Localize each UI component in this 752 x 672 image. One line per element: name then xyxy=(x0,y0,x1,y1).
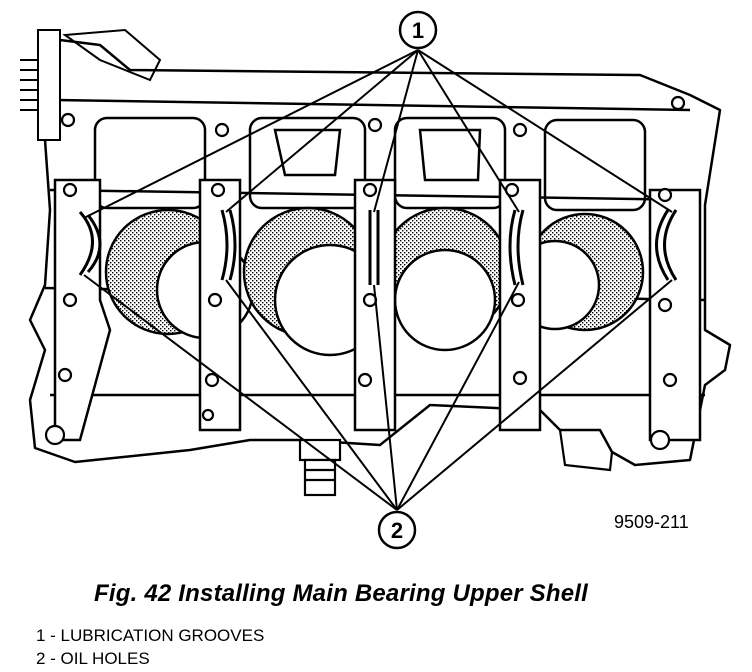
rear-flange xyxy=(20,28,162,141)
engine-block-diagram: 1 2 9509-211 xyxy=(20,10,732,550)
callout-2-leaders xyxy=(83,274,673,511)
upper-webs xyxy=(93,116,647,212)
callout-2-number: 2 xyxy=(391,518,403,543)
callout-1-leaders xyxy=(83,49,673,219)
bolt-holes xyxy=(44,95,686,451)
figure-code: 9509-211 xyxy=(614,512,689,532)
bearing-shells xyxy=(78,209,678,286)
legend-item-lubrication-grooves: 1 - LUBRICATION GROOVES xyxy=(36,626,265,645)
figure-caption: Fig. 42 Installing Main Bearing Upper Sh… xyxy=(94,580,589,607)
callout-1: 1 xyxy=(398,10,438,50)
callout-1-number: 1 xyxy=(412,18,424,43)
block-outline xyxy=(28,38,732,467)
legend-item-oil-holes: 2 - OIL HOLES xyxy=(36,649,150,668)
callout-2: 2 xyxy=(377,510,417,550)
oil-sender xyxy=(298,438,342,497)
